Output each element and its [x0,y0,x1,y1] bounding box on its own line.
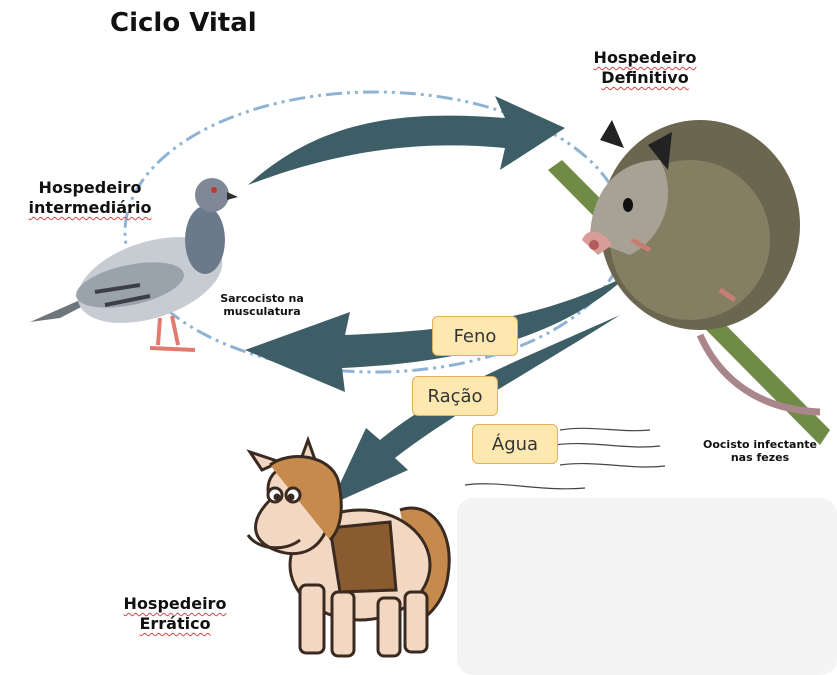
route-agua-label: Água [492,434,538,455]
sarcocyst-note: Sarcocisto na musculatura [212,292,312,318]
sarcocyst-note-line2: musculatura [212,305,312,318]
intermediate-host-line2: intermediário [10,198,170,218]
oocyst-note-line2: nas fezes [690,451,830,464]
intermediate-host-line1: Hospedeiro [10,178,170,198]
erratic-host-line1: Hospedeiro [100,594,250,614]
route-racao-label: Ração [427,386,482,407]
erratic-host-line2: Errático [100,614,250,634]
blank-panel [457,498,837,675]
oocyst-note: Oocisto infectante nas fezes [690,438,830,464]
route-feno-label: Feno [454,326,497,347]
oocyst-note-line1: Oocisto infectante [690,438,830,451]
sarcocyst-note-line1: Sarcocisto na [212,292,312,305]
definitive-host-label: Hospedeiro Definitivo [585,48,705,88]
route-feno: Feno [432,316,518,356]
diagram-title: Ciclo Vital [110,8,257,38]
definitive-host-line1: Hospedeiro [585,48,705,68]
definitive-host-line2: Definitivo [585,68,705,88]
route-racao: Ração [412,376,498,416]
arrow-to-definitive [248,96,565,185]
opossum-icon [548,120,830,445]
intermediate-host-label: Hospedeiro intermediário [10,178,170,218]
route-agua: Água [472,424,558,464]
erratic-host-label: Hospedeiro Errático [100,594,250,634]
